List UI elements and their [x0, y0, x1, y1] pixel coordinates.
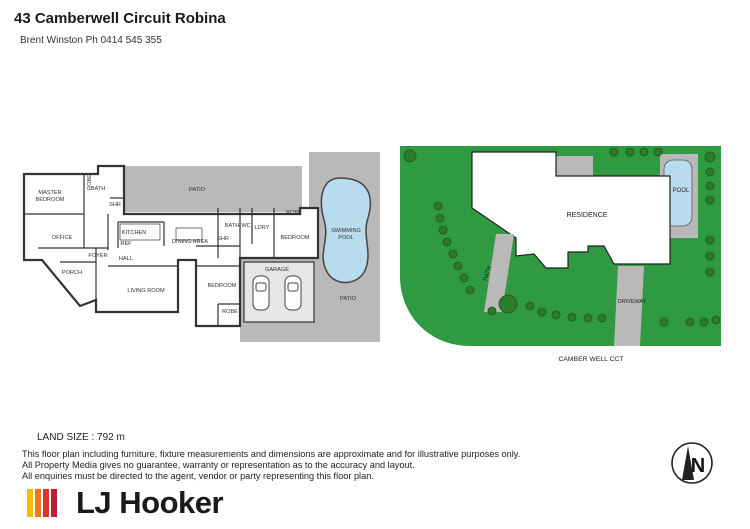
room-label-robe-master: ROBE [87, 174, 93, 190]
disclaimer-line: This floor plan including furniture, fix… [22, 449, 521, 459]
room-label-wc: WC [241, 223, 250, 229]
room-label-ref: REF [120, 241, 132, 247]
logo-stripe [35, 489, 41, 517]
disclaimer: This floor plan including furniture, fix… [22, 449, 622, 483]
patio-top-area [98, 166, 302, 212]
agent-contact: Brent Winston Ph 0414 545 355 [20, 35, 162, 46]
site-label-pool: POOL [673, 188, 690, 194]
room-label-living: LIVING ROOM [127, 288, 165, 294]
room-label-bedroom-3: BEDROOM [281, 235, 310, 241]
room-label-robe-bedroom-2: ROBE [222, 309, 238, 315]
room-label-bedroom-2: BEDROOM [208, 283, 237, 289]
room-label-master-2: BEDROOM [36, 197, 65, 203]
site-residence [471, 151, 671, 269]
garage [243, 261, 315, 323]
room-label-bath-2: BATH [225, 223, 240, 229]
swimming-pool [320, 177, 372, 284]
room-label-ldry: LDRY [255, 225, 270, 231]
car-icon [252, 275, 302, 311]
brand-name: LJ Hooker [76, 485, 224, 520]
room-label-pool-1: SWIMMING [331, 228, 361, 234]
site-path [484, 234, 514, 312]
disclaimer-line: All enquiries must be directed to the ag… [22, 471, 374, 482]
logo-stripe [27, 489, 33, 517]
room-label-hall: HALL [119, 256, 133, 262]
room-label-office: OFFICE [52, 235, 73, 241]
site-label-residence: RESIDENCE [567, 212, 608, 219]
room-label-pool-2: POOL [338, 235, 354, 241]
room-label-patio-top: PATIO [189, 187, 206, 193]
tree-icon [403, 147, 721, 327]
north-letter: N [691, 455, 705, 477]
room-label-bath: BATH [91, 186, 106, 192]
site-label-street: CAMBER WELL CCT [558, 356, 623, 363]
logo-stripe [51, 489, 57, 517]
kitchen-bench [119, 223, 161, 241]
room-label-dining: DINING AREA [172, 239, 208, 245]
room-label-master-1: MASTER [38, 190, 61, 196]
room-label-garage: GARAGE [265, 267, 289, 273]
room-label-porch: PORCH [62, 270, 82, 276]
site-driveway [614, 266, 644, 346]
house-walls [22, 164, 320, 328]
room-label-shr-2: SHR [217, 236, 229, 242]
site-label-path: PATH [483, 266, 493, 282]
room-label-robe-bedroom-3: ROBE [286, 210, 302, 216]
dining-table [175, 227, 203, 241]
land-size: LAND SIZE : 792 m [37, 432, 125, 443]
site-label-driveway: DRIVEWAY [618, 299, 647, 305]
room-label-foyer: FOYER [88, 253, 107, 259]
north-arrow-icon: N [671, 442, 713, 484]
room-label-kitchen: KITCHEN [122, 230, 147, 236]
room-label-patio-pool: PATIO [340, 296, 357, 302]
page-title: 43 Camberwell Circuit Robina [14, 10, 226, 27]
room-label-shr: SHR [109, 202, 121, 208]
disclaimer-line: All Property Media gives no guarantee, w… [22, 460, 415, 471]
logo-stripe [43, 489, 49, 517]
